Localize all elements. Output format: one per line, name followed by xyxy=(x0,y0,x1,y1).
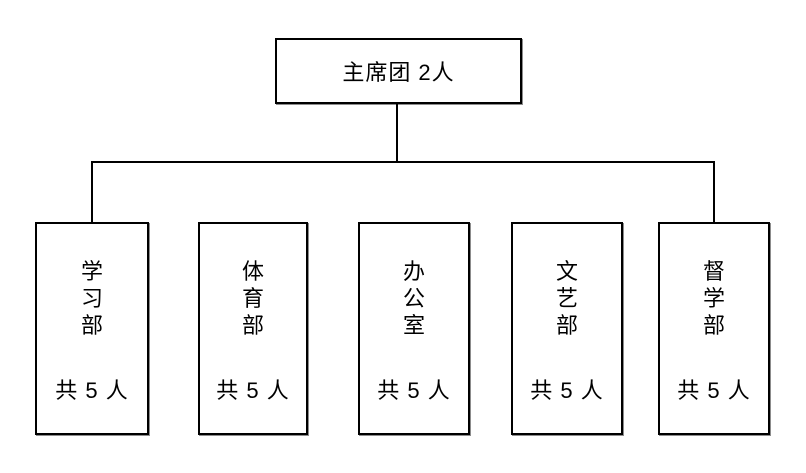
dept-box-supervision: 督学部 共 5 人 xyxy=(658,222,770,435)
connector-right-vertical xyxy=(713,163,715,223)
connector-left-vertical xyxy=(91,163,93,223)
root-box: 主席团 2人 xyxy=(275,38,522,104)
dept-box-sports: 体育部 共 5 人 xyxy=(198,222,308,435)
dept-box-office: 办公室 共 5 人 xyxy=(358,222,470,435)
root-label: 主席团 2人 xyxy=(342,60,455,85)
dept-box-study: 学习部 共 5 人 xyxy=(35,222,149,435)
dept-count: 共 5 人 xyxy=(530,378,604,403)
connector-root-vertical xyxy=(396,104,398,163)
dept-count: 共 5 人 xyxy=(377,378,451,403)
dept-count: 共 5 人 xyxy=(677,378,751,403)
dept-name: 体育部 xyxy=(241,259,264,338)
connector-horizontal xyxy=(91,161,715,163)
dept-count: 共 5 人 xyxy=(55,378,129,403)
dept-name: 文艺部 xyxy=(555,259,578,338)
dept-count: 共 5 人 xyxy=(216,378,290,403)
dept-name: 办公室 xyxy=(402,259,425,338)
dept-name: 督学部 xyxy=(702,259,725,338)
dept-name: 学习部 xyxy=(80,259,103,338)
dept-box-arts: 文艺部 共 5 人 xyxy=(511,222,623,435)
